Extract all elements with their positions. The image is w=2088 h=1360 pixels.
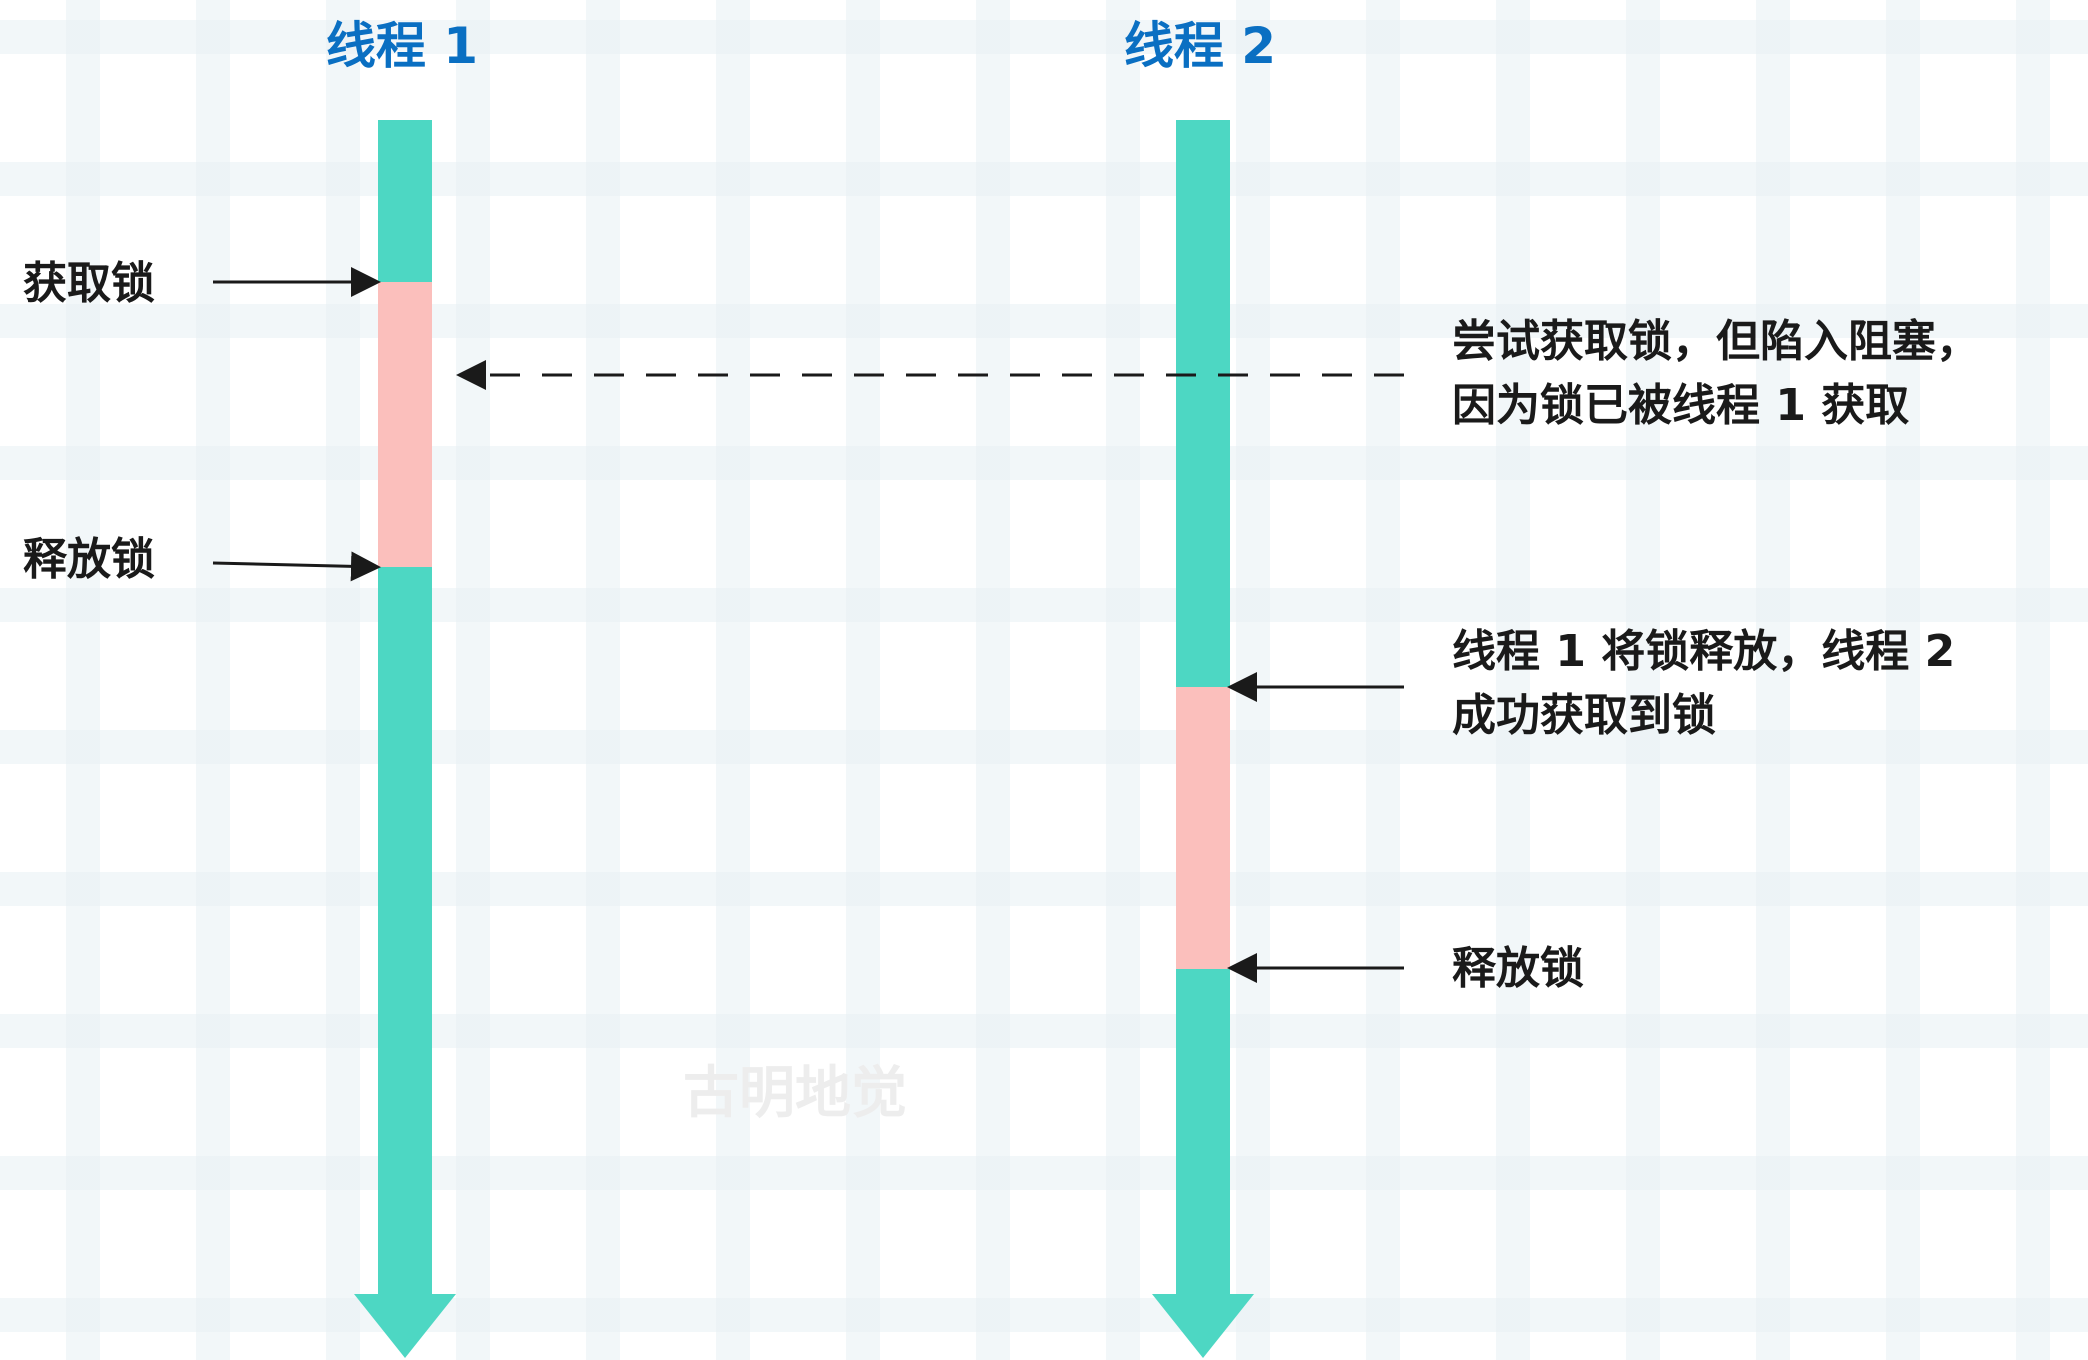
thread-2-blocked-label-line-2: 因为锁已被线程 1 获取 — [1452, 380, 1910, 431]
thread-2-acquire-label-line-1: 线程 1 将锁释放，线程 2 — [1452, 626, 1956, 677]
thread-2-title: 线程 2 — [1123, 17, 1277, 75]
thread-1-lock-held-segment — [378, 282, 432, 567]
thread-2-acquire-label-line-2: 成功获取到锁 — [1452, 690, 1716, 741]
release-lock-arrow-thread-1 — [212, 551, 381, 582]
thread-2-blocked-label-line-1: 尝试获取锁，但陷入阻塞， — [1452, 316, 1980, 367]
thread-2-acquire-label: 线程 1 将锁释放，线程 2 成功获取到锁 — [1452, 620, 1955, 748]
thread-1-acquire-label: 获取锁 — [23, 258, 155, 309]
thread-2-release-label: 释放锁 — [1452, 943, 1584, 994]
thread-1-arrow-head — [354, 1294, 456, 1358]
thread-2-lock-held-segment — [1176, 687, 1230, 969]
thread-1-title: 线程 1 — [325, 17, 479, 75]
thread-2-blocked-label: 尝试获取锁，但陷入阻塞， 因为锁已被线程 1 获取 — [1452, 310, 1980, 438]
watermark: 古明地觉 — [683, 1061, 907, 1126]
thread-2-arrow-head — [1152, 1294, 1254, 1358]
thread-1-release-label: 释放锁 — [23, 534, 155, 585]
